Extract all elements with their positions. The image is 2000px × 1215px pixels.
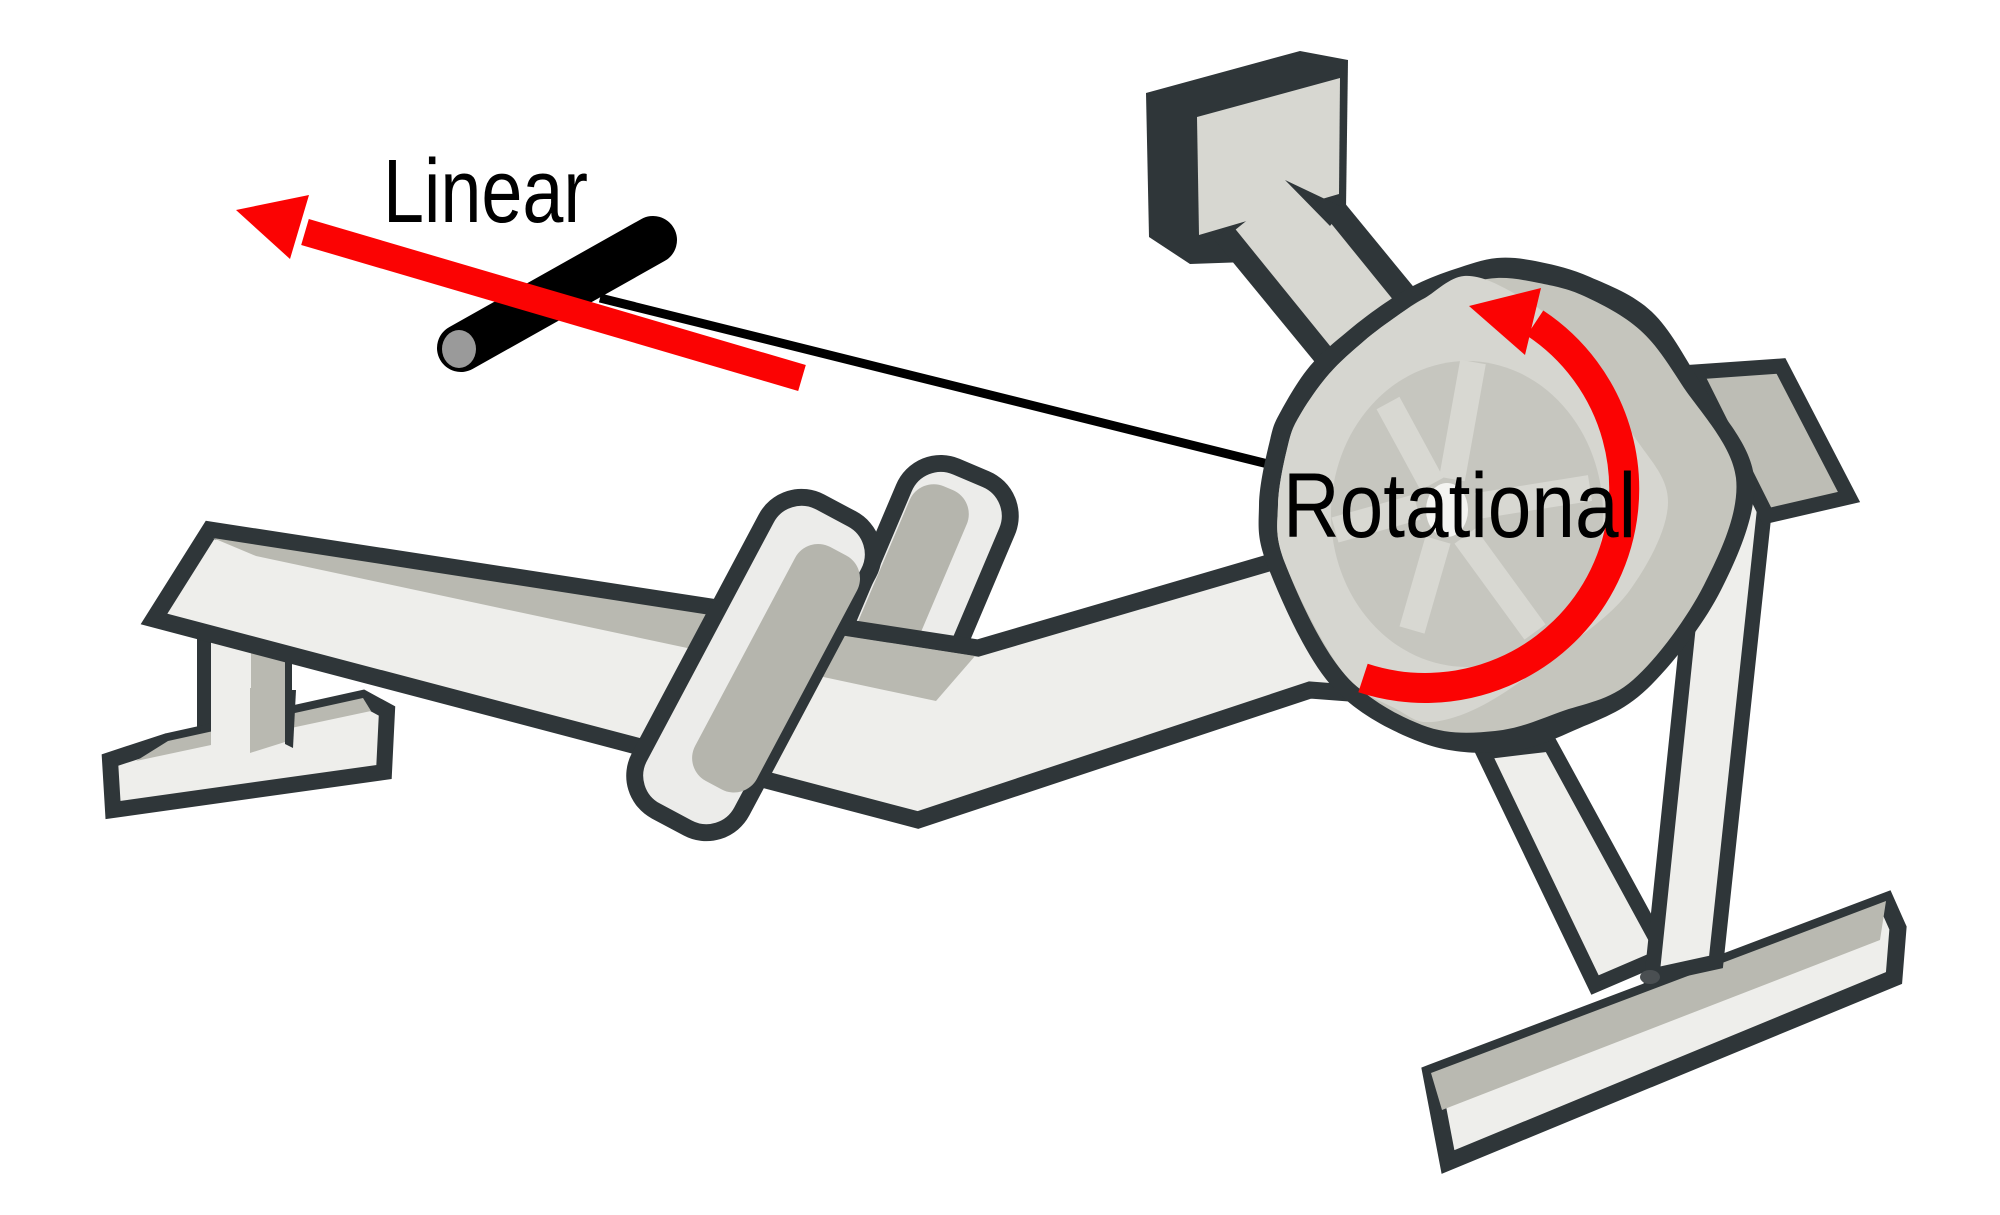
svg-text:Linear: Linear bbox=[383, 142, 588, 242]
svg-text:Rotational: Rotational bbox=[1283, 455, 1636, 557]
